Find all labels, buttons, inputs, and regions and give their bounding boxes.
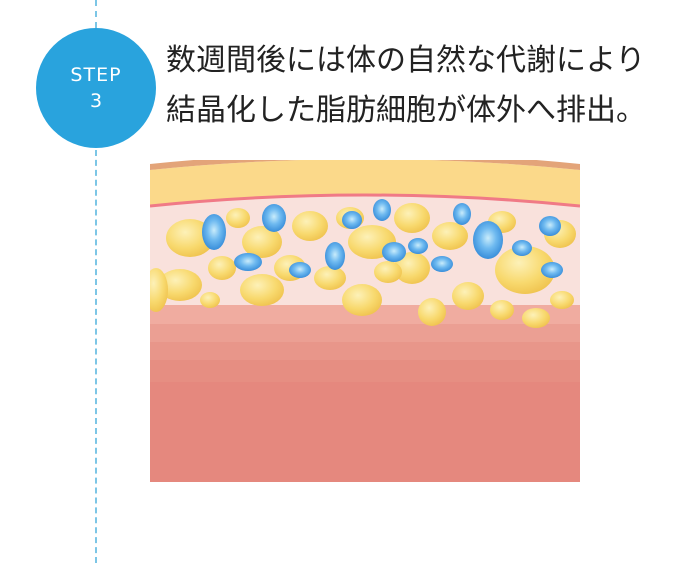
crystallized-fat-cell bbox=[325, 242, 345, 270]
crystallized-fat-cell bbox=[234, 253, 262, 271]
fat-cell bbox=[150, 268, 168, 312]
step-caption: 数週間後には体の自然な代謝により 結晶化した脂肪細胞が体外へ排出。 bbox=[166, 36, 686, 136]
crystallized-fat-cell bbox=[342, 211, 362, 229]
muscle-band-3 bbox=[150, 342, 580, 360]
crystallized-fat-cell bbox=[262, 204, 286, 232]
crystallized-fat-cells bbox=[202, 199, 563, 278]
fat-cell bbox=[242, 226, 282, 258]
fat-cell bbox=[490, 300, 514, 320]
crystallized-fat-cell bbox=[289, 262, 311, 278]
muscle-band-4 bbox=[150, 360, 580, 382]
step-number: 3 bbox=[89, 90, 103, 112]
timeline-dashed-line bbox=[95, 150, 97, 563]
fat-cell bbox=[166, 219, 214, 257]
step-label: STEP bbox=[70, 64, 122, 86]
dermis-layer bbox=[150, 160, 580, 206]
caption-line-2: 結晶化した脂肪細胞が体外へ排出。 bbox=[166, 93, 646, 128]
crystallized-fat-cell bbox=[373, 199, 391, 221]
boundary-line bbox=[150, 193, 580, 208]
timeline-dashed-line-top bbox=[95, 0, 97, 28]
fat-cell bbox=[226, 208, 250, 228]
fat-cell bbox=[394, 252, 430, 284]
crystallized-fat-cell bbox=[541, 262, 563, 278]
crystallized-fat-cell bbox=[473, 221, 503, 259]
crystallized-fat-cell bbox=[431, 256, 453, 272]
epidermis-layer bbox=[150, 160, 580, 170]
crystallized-fat-cell bbox=[539, 216, 561, 236]
fat-cell bbox=[292, 211, 328, 241]
fat-cell bbox=[240, 274, 284, 306]
fat-cell bbox=[394, 203, 430, 233]
fat-cell bbox=[452, 282, 484, 310]
caption-line-1: 数週間後には体の自然な代謝により bbox=[166, 43, 646, 78]
crystallized-fat-cell bbox=[202, 214, 226, 250]
crystallized-fat-cell bbox=[453, 203, 471, 225]
fat-cell bbox=[495, 246, 555, 294]
fat-cell bbox=[342, 284, 382, 316]
fat-cell bbox=[314, 266, 346, 290]
step-badge: STEP 3 bbox=[36, 28, 156, 148]
fat-cell bbox=[550, 291, 574, 309]
fat-cells bbox=[150, 203, 576, 328]
fat-cell bbox=[418, 298, 446, 326]
crystallized-fat-cell bbox=[382, 242, 406, 262]
fat-cell bbox=[208, 256, 236, 280]
crystallized-fat-cell bbox=[512, 240, 532, 256]
fat-cell bbox=[200, 292, 220, 308]
muscle-band-2 bbox=[150, 324, 580, 342]
crystallized-fat-cell bbox=[408, 238, 428, 254]
fat-cell bbox=[522, 308, 550, 328]
fat-cell bbox=[432, 222, 468, 250]
skin-cross-section-illustration bbox=[150, 160, 580, 482]
fat-cell bbox=[374, 261, 402, 283]
fat-cell bbox=[158, 269, 202, 301]
